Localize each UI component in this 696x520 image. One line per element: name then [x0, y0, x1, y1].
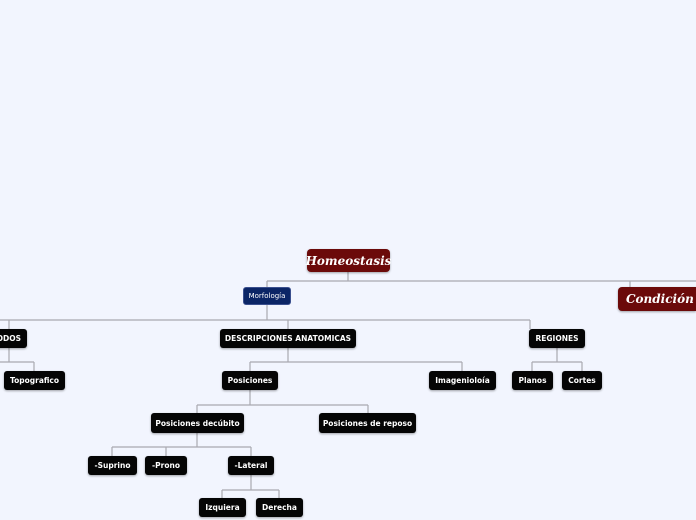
derecha-node[interactable]: Derecha [256, 498, 303, 517]
connector-descripciones-branch [249, 348, 463, 371]
connector-morfologia-branch [0, 305, 531, 329]
izquiera-node[interactable]: Izquiera [199, 498, 246, 517]
connector-lateral-branch [221, 475, 280, 498]
lateral-node[interactable]: -Lateral [228, 456, 274, 475]
descripciones-anatomicas-node[interactable]: DESCRIPCIONES ANATOMICAS [220, 329, 356, 348]
posiciones-node[interactable]: Posiciones [222, 371, 278, 390]
regiones-node[interactable]: REGIONES [529, 329, 585, 348]
suprino-node[interactable]: -Suprino [88, 456, 137, 475]
imagenologia-node[interactable]: Imagenioloía [429, 371, 496, 390]
connector-regiones-branch [531, 348, 583, 371]
connector-metodos-branch [0, 348, 35, 371]
morfologia-node[interactable]: Morfología [243, 287, 291, 305]
planos-node[interactable]: Planos [512, 371, 553, 390]
connector-homeostasis-branch [266, 272, 696, 287]
connector-decubito-branch [111, 433, 252, 456]
topografico-node[interactable]: Topografico [4, 371, 65, 390]
metodos-node[interactable]: MÉTODOS [0, 329, 27, 348]
homeostasis-root-node[interactable]: Homeostasis [306, 249, 391, 272]
cortes-node[interactable]: Cortes [562, 371, 602, 390]
prono-node[interactable]: -Prono [145, 456, 187, 475]
condicion-node[interactable]: Condición in [618, 287, 696, 311]
connector-posiciones-branch [196, 390, 369, 413]
posiciones-decubito-node[interactable]: Posiciones decúbito [151, 413, 244, 433]
posiciones-reposo-node[interactable]: Posiciones de reposo [319, 413, 416, 433]
